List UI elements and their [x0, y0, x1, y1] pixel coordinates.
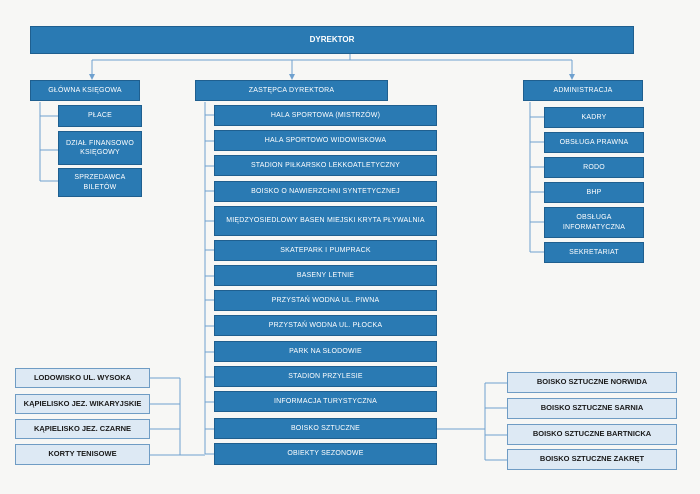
glowna-item: PŁACE [58, 105, 142, 127]
zastepca-item: PRZYSTAŃ WODNA UL. PIWNA [214, 290, 437, 311]
glowna-item: SPRZEDAWCA BILETÓW [58, 168, 142, 197]
admin-item: BHP [544, 182, 644, 203]
seasonal-item: KĄPIELISKO JEZ. WIKARYJSKIE [15, 394, 150, 414]
glowna-item: DZIAŁ FINANSOWO KSIĘGOWY [58, 131, 142, 165]
zastepca-item: PRZYSTAŃ WODNA UL. PŁOCKA [214, 315, 437, 336]
boisko-item: BOISKO SZTUCZNE BARTNICKA [507, 424, 677, 445]
zastepca-item: INFORMACJA TURYSTYCZNA [214, 391, 437, 412]
zastepca-item: SKATEPARK I PUMPRACK [214, 240, 437, 261]
zastepca-item: STADION PIŁKARSKO LEKKOATLETYCZNY [214, 155, 437, 176]
zastepca-item: MIĘDZYOSIEDLOWY BASEN MIEJSKI KRYTA PŁYW… [214, 206, 437, 236]
zastepca-item: PARK NA SŁODOWIE [214, 341, 437, 362]
zastepca-item: BOISKO O NAWIERZCHNI SYNTETYCZNEJ [214, 181, 437, 202]
boisko-item: BOISKO SZTUCZNE SARNIA [507, 398, 677, 419]
boisko-item: BOISKO SZTUCZNE NORWIDA [507, 372, 677, 393]
zastepca-item: OBIEKTY SEZONOWE [214, 443, 437, 465]
chief-accountant-box: GŁÓWNA KSIĘGOWA [30, 80, 140, 101]
zastepca-item: HALA SPORTOWA (MISTRZÓW) [214, 105, 437, 126]
zastepca-item: STADION PRZYLESIE [214, 366, 437, 387]
seasonal-item: LODOWISKO UL. WYSOKA [15, 368, 150, 388]
admin-item: OBSŁUGA INFORMATYCZNA [544, 207, 644, 238]
boisko-item: BOISKO SZTUCZNE ZAKRĘT [507, 449, 677, 470]
seasonal-item: KĄPIELISKO JEZ. CZARNE [15, 419, 150, 439]
admin-item: OBSŁUGA PRAWNA [544, 132, 644, 153]
director-box: DYREKTOR [30, 26, 634, 54]
zastepca-item: BASENY LETNIE [214, 265, 437, 286]
deputy-director-box: ZASTĘPCA DYREKTORA [195, 80, 388, 101]
admin-item: KADRY [544, 107, 644, 128]
seasonal-item: KORTY TENISOWE [15, 444, 150, 465]
administration-box: ADMINISTRACJA [523, 80, 643, 101]
zastepca-item: HALA SPORTOWO WIDOWISKOWA [214, 130, 437, 151]
admin-item: RODO [544, 157, 644, 178]
admin-item: SEKRETARIAT [544, 242, 644, 263]
zastepca-item: BOISKO SZTUCZNE [214, 418, 437, 439]
